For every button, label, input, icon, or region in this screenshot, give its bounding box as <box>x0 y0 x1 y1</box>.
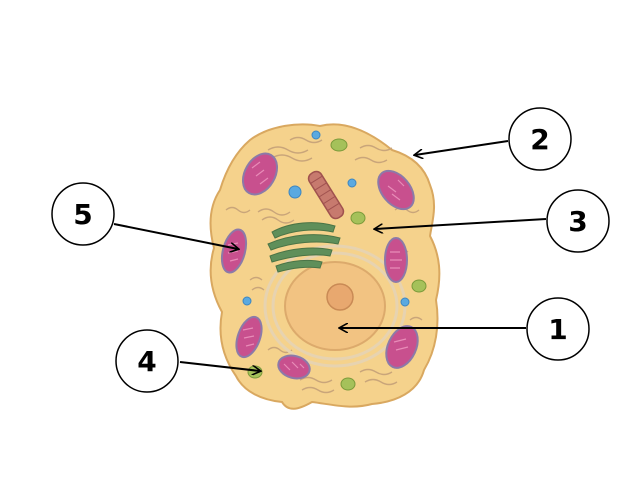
vacuoles <box>242 130 410 307</box>
mitochondria <box>220 152 419 380</box>
callout-4: 4 <box>115 329 179 393</box>
callout-1: 1 <box>526 297 590 361</box>
golgi-apparatus <box>267 222 341 273</box>
callout-2: 2 <box>508 107 572 171</box>
callout-3: 3 <box>546 189 610 253</box>
leader-line-2 <box>415 140 509 155</box>
leader-line-3 <box>375 218 547 229</box>
leader-line-5 <box>113 223 238 249</box>
callout-1-label: 1 <box>548 313 567 346</box>
callout-5-label: 5 <box>73 198 92 231</box>
callout-2-label: 2 <box>530 123 549 156</box>
centriole <box>307 170 345 220</box>
callout-4-label: 4 <box>137 345 156 378</box>
callout-3-label: 3 <box>568 205 587 238</box>
leader-line-4 <box>179 361 260 371</box>
nucleolus <box>326 283 354 311</box>
endoplasmic-reticulum <box>225 136 423 394</box>
leader-lines <box>113 140 547 371</box>
callout-5: 5 <box>51 182 115 246</box>
